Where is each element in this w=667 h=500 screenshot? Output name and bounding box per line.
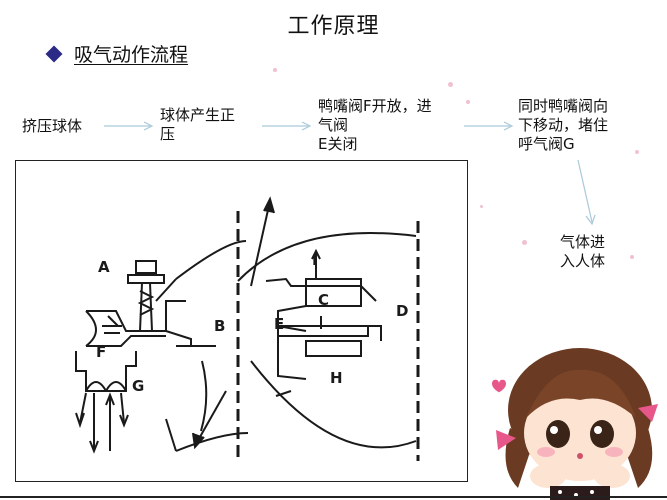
decor-dot [630,255,634,259]
decor-dot [480,205,483,208]
diagram-label-h: H [330,369,343,387]
cartoon-girl-illustration [492,348,658,500]
flow-step-4-line-3: 呼气阀G [518,135,575,153]
valve-diagram-drawing: A B C D E F G H I [75,196,420,461]
bottom-divider [0,496,667,498]
flow-step-5-line-1: 气体进 [560,233,606,251]
flow-step-4: 同时鸭嘴阀向 下移动，堵住 呼气阀G [518,97,608,154]
decor-dot [448,82,453,87]
diagram-label-b: B [214,317,225,335]
flow-arrow-4-icon [577,160,596,226]
flow-step-1-text: 挤压球体 [22,117,83,135]
flow-step-2-line-2: 压 [160,125,176,143]
flow-step-3-line-3: E关闭 [318,135,358,153]
flow-step-2-line-1: 球体产生正 [160,106,236,124]
subtitle: 吸气动作流程 [74,44,189,66]
flow-step-3-line-1: 鸭嘴阀F开放，进 [318,97,432,115]
flow-arrow-1-icon [104,121,154,131]
flow-step-3-line-2: 气阀 [318,116,349,134]
diamond-bullet-icon [45,45,63,62]
decor-dot [522,240,527,245]
flow-step-5: 气体进 入人体 [560,233,605,271]
flow-step-4-line-2: 下移动，堵住 [518,116,609,134]
diagram-label-a: A [98,258,110,276]
diagram-label-c: C [318,291,329,309]
flow-step-3: 鸭嘴阀F开放，进 气阀 E关闭 [318,97,432,154]
flow-step-4-line-1: 同时鸭嘴阀向 [518,97,609,115]
decor-dot [635,150,639,154]
diagram-label-f: F [96,343,106,361]
flow-arrow-2-icon [262,121,312,131]
diagram-label-i: I [312,251,318,269]
decor-dot [466,100,470,104]
flow-arrow-3-icon [464,121,514,131]
flow-step-1: 挤压球体 [22,117,82,136]
subtitle-row: 吸气动作流程 [44,40,188,67]
page-title: 工作原理 [287,14,380,39]
diagram-label-d: D [396,302,408,320]
flow-step-2: 球体产生正 压 [160,106,235,144]
valve-diagram: A B C D E F G H I [15,160,468,482]
flow-step-5-line-2: 入人体 [560,252,606,270]
diagram-label-g: G [132,377,144,395]
decor-dot [273,68,277,72]
diagram-label-e: E [274,315,284,333]
